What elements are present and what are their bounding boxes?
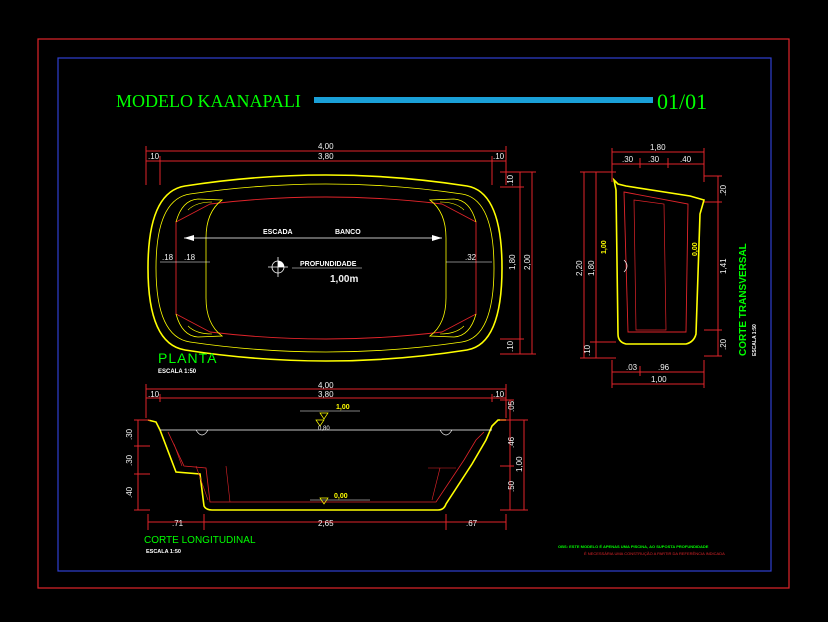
long-bdim-left: .71 [172, 519, 184, 528]
trans-dim-c: .40 [680, 155, 692, 164]
trans-bdim-total: 1,00 [651, 375, 667, 384]
long-level-top: 1,00 [336, 404, 350, 411]
planta-rdim-mid: 1,80 [508, 254, 517, 270]
planta-view: 4,00 3,80 .10 .10 .10 1,80 .10 2,00 ESCA… [145, 142, 536, 375]
long-dim-left: .10 [148, 390, 160, 399]
long-rdim-b: .46 [507, 436, 516, 448]
long-level-bottom: 0,00 [334, 493, 348, 500]
long-bdim-right: .67 [466, 519, 478, 528]
planta-dim-right: .10 [493, 152, 505, 161]
planta-scale: ESCALA 1:50 [158, 369, 197, 375]
long-rdim-c: .50 [507, 480, 516, 492]
longitudinal-view: 4,00 3,80 .10 .10 1,00 0,80 0,00 .30 .30… [125, 381, 528, 555]
planta-dim-total: 4,00 [318, 142, 334, 151]
title-bar [314, 97, 653, 103]
long-ldim-3: .40 [125, 486, 134, 498]
trans-ldim-total: 2,20 [575, 260, 584, 276]
long-level-mid: 0,80 [318, 426, 330, 432]
trans-bdim-a: .03 [626, 363, 638, 372]
long-rdim-a: .05 [507, 400, 516, 412]
transversal-label: CORTE TRANSVERSAL [738, 243, 749, 356]
long-ldim-1: .30 [125, 428, 134, 440]
transversal-section [612, 177, 705, 345]
long-dim-total: 4,00 [318, 381, 334, 390]
planta-depth-label: PROFUNDIDADE [300, 261, 357, 268]
long-rdim-total: 1,00 [515, 456, 524, 472]
sheet-number: 01/01 [657, 89, 707, 114]
trans-dim-total: 1,80 [650, 143, 666, 152]
planta-rdim-bottom: .10 [506, 340, 515, 352]
pool-outline [147, 174, 503, 362]
trans-rdim-bottom: .20 [719, 338, 728, 350]
planta-dim-inner: 3,80 [318, 152, 334, 161]
long-bdim-mid: 2,65 [318, 519, 334, 528]
planta-depth-value: 1,00m [330, 274, 358, 285]
planta-dim-left: .10 [148, 152, 160, 161]
long-ldim-2: .30 [125, 454, 134, 466]
trans-rdim-mid: 1,41 [719, 258, 728, 274]
inner-frame [57, 57, 772, 572]
long-dim-right: .10 [493, 390, 505, 399]
trans-dim-b: .30 [648, 155, 660, 164]
note-line-1: OBS: ESTE MODELO É APENAS UMA PISCINA, A… [558, 544, 709, 549]
long-dim-inner: 3,80 [318, 390, 334, 399]
planta-rdim-small: .32 [465, 253, 477, 262]
sheet-title: MODELO KAANAPALI [116, 91, 301, 111]
note-line-2: É NECESSÁRIA UMA CONSTRUÇÃO A PARTIR DA … [584, 551, 725, 556]
planta-ldim-2: .18 [184, 253, 196, 262]
trans-dim-a: .30 [622, 155, 634, 164]
trans-bdim-b: .96 [658, 363, 670, 372]
outer-frame [37, 38, 790, 589]
planta-rdim-top: .10 [506, 174, 515, 186]
planta-banco-label: BANCO [335, 229, 361, 236]
planta-rdim-total: 2,00 [523, 254, 532, 270]
planta-escada-label: ESCADA [263, 229, 293, 236]
transversal-scale: ESCALA 1:50 [752, 324, 758, 356]
longitudinal-scale: ESCALA 1:50 [146, 549, 181, 555]
longitudinal-section [147, 419, 506, 511]
longitudinal-label: CORTE LONGITUDINAL [144, 535, 256, 546]
trans-rdim-top: .20 [719, 184, 728, 196]
trans-ldim-bottom: .10 [583, 344, 592, 356]
trans-level-1: 1,00 [601, 240, 608, 254]
planta-ldim-1: .18 [162, 253, 174, 262]
transversal-view: 1,80 .30 .30 .40 2,20 1,80 .10 .20 1,41 … [575, 143, 758, 388]
planta-label: PLANTA [158, 350, 217, 366]
trans-level-0: 0,00 [692, 242, 699, 256]
trans-ldim-inner: 1,80 [587, 260, 596, 276]
